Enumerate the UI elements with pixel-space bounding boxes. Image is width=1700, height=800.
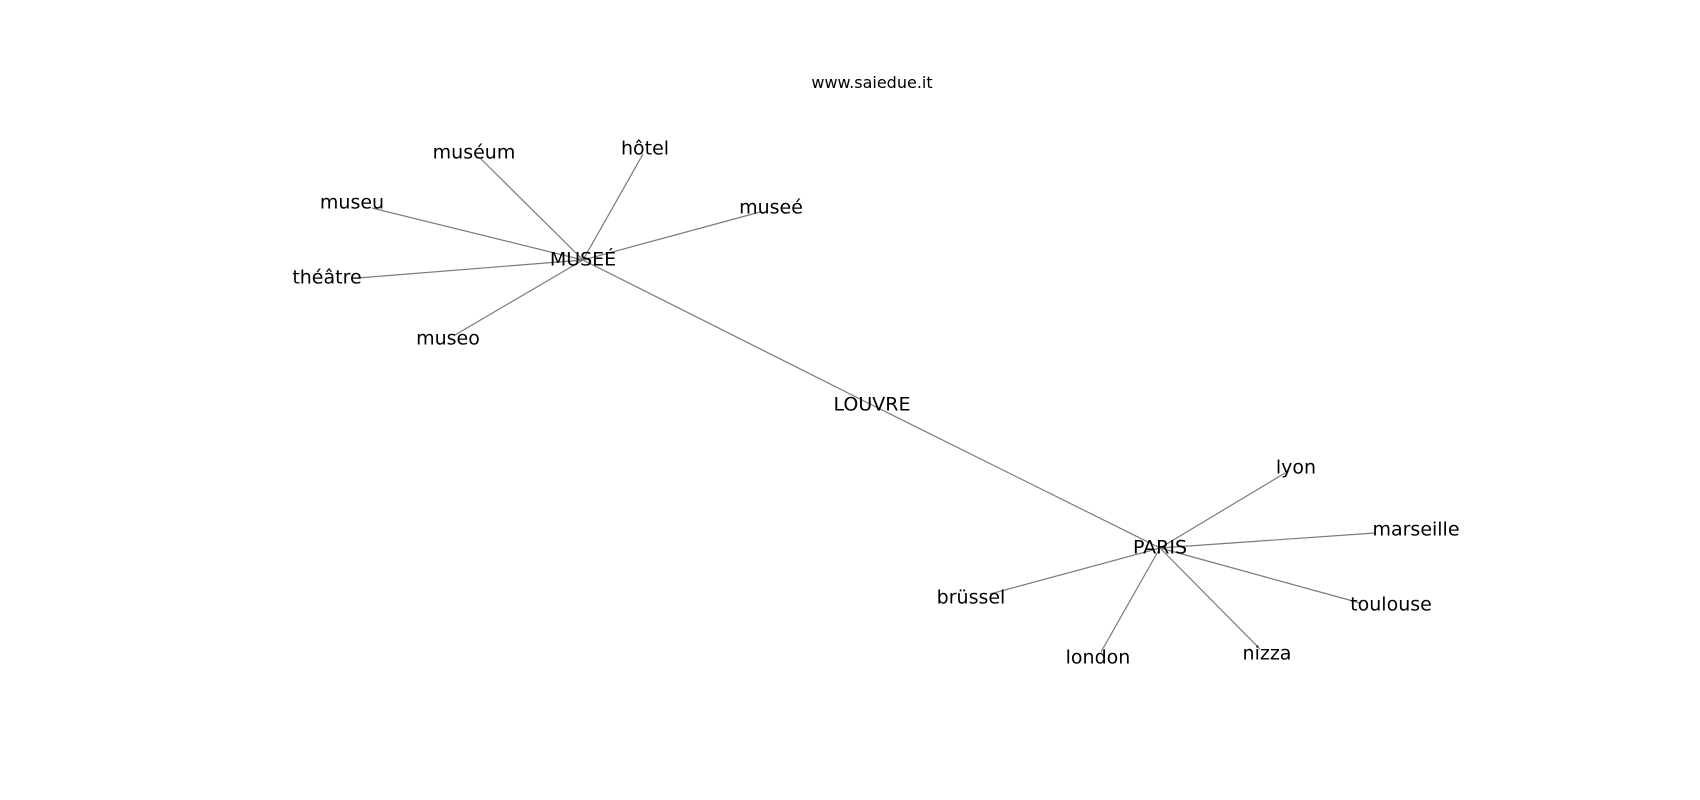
- website-caption: www.saiedue.it: [811, 73, 932, 92]
- node-label-museum: muséum: [433, 142, 516, 164]
- node-label-louvre: LOUVRE: [834, 394, 911, 416]
- node-label-museu: museu: [320, 192, 384, 214]
- node-label-museo: museo: [416, 328, 480, 350]
- edge-musee_hub-musee: [582, 211, 761, 261]
- edge-musee_hub-louvre: [582, 259, 873, 406]
- node-label-theatre: théâtre: [292, 267, 361, 289]
- edge-musee_hub-museu: [371, 207, 584, 261]
- edge-musee_hub-museo: [454, 259, 584, 336]
- edge-paris-marseille: [1159, 532, 1376, 549]
- edge-paris-brussel: [989, 547, 1161, 595]
- graph-nodes: LOUVRE MUSEÉ PARIS muséum hôtel museé museu thé…: [292, 138, 1459, 669]
- edge-musee_hub-hotel: [582, 153, 644, 261]
- node-label-marseille: marseille: [1372, 519, 1459, 541]
- node-label-musee: museé: [739, 197, 803, 219]
- node-label-paris: PARIS: [1133, 537, 1187, 559]
- node-label-brussel: brüssel: [937, 587, 1006, 609]
- edge-louvre-paris: [871, 404, 1161, 549]
- node-label-hotel: hôtel: [621, 138, 669, 160]
- node-label-nizza: nizza: [1243, 643, 1292, 665]
- edge-paris-toulouse: [1159, 547, 1361, 604]
- node-label-london: london: [1066, 647, 1131, 669]
- node-label-musee_hub: MUSEÉ: [550, 248, 616, 271]
- edge-paris-lyon: [1159, 472, 1286, 549]
- edge-paris-nizza: [1159, 547, 1261, 650]
- node-label-lyon: lyon: [1276, 457, 1316, 479]
- graph-edges: [357, 153, 1376, 653]
- edge-paris-london: [1100, 547, 1161, 653]
- node-label-toulouse: toulouse: [1350, 594, 1432, 616]
- edge-musee_hub-theatre: [357, 259, 584, 279]
- edge-musee_hub-museum: [479, 157, 584, 261]
